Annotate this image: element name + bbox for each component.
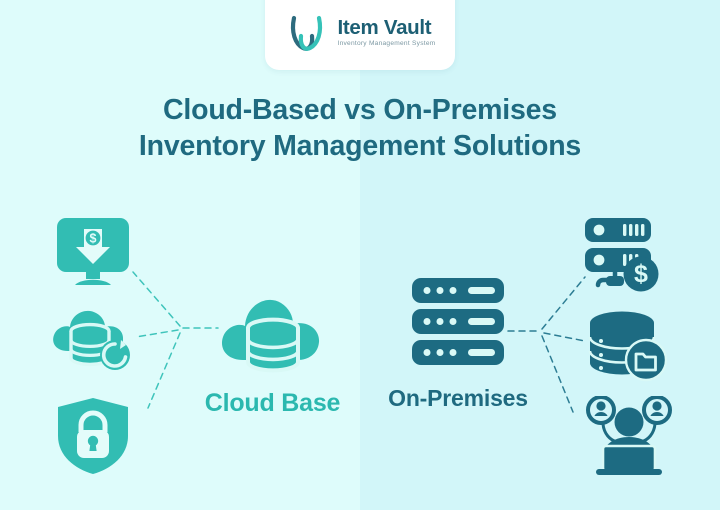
feature-icon-local-data-storage	[586, 308, 670, 387]
shield-lock-icon	[58, 398, 128, 474]
server-dollar-icon: $	[585, 218, 659, 292]
monitor-cost-down-icon: $	[57, 218, 129, 285]
feature-icon-hardware-investment: $	[582, 214, 666, 299]
background-right-panel	[360, 0, 720, 510]
feature-icon-in-house-it-staff	[586, 395, 672, 483]
logo-name: Item Vault	[337, 15, 432, 39]
server-rack-icon	[412, 278, 504, 365]
cloud-database-icon	[221, 299, 319, 373]
cloud-base-node: Cloud Base	[185, 282, 360, 418]
brand-logo-card: Item Vault Inventory Management System	[265, 0, 455, 70]
page-title-line-2: Inventory Management Solutions	[138, 130, 582, 163]
on-premises-label: On-Premises	[388, 385, 528, 411]
feature-icon-automatic-backup-sync	[50, 299, 138, 378]
cloud-database-sync-icon	[53, 310, 130, 370]
database-folder-icon	[588, 311, 668, 382]
svg-text:$: $	[634, 260, 648, 288]
v-monogram-icon	[291, 15, 323, 51]
logo-tagline: Inventory Management System	[337, 40, 436, 48]
feature-icon-lower-upfront-cost: $	[55, 216, 131, 293]
page-title: Cloud-Based vs On-Premises Inventory Man…	[0, 92, 720, 165]
cloud-base-label: Cloud Base	[204, 389, 341, 417]
svg-text:$: $	[90, 232, 97, 246]
page-title-line-1: Cloud-Based vs On-Premises	[163, 94, 557, 126]
on-premises-node: On-Premises	[378, 276, 538, 412]
it-team-laptop-icon	[586, 395, 672, 475]
feature-icon-managed-security	[55, 396, 131, 481]
